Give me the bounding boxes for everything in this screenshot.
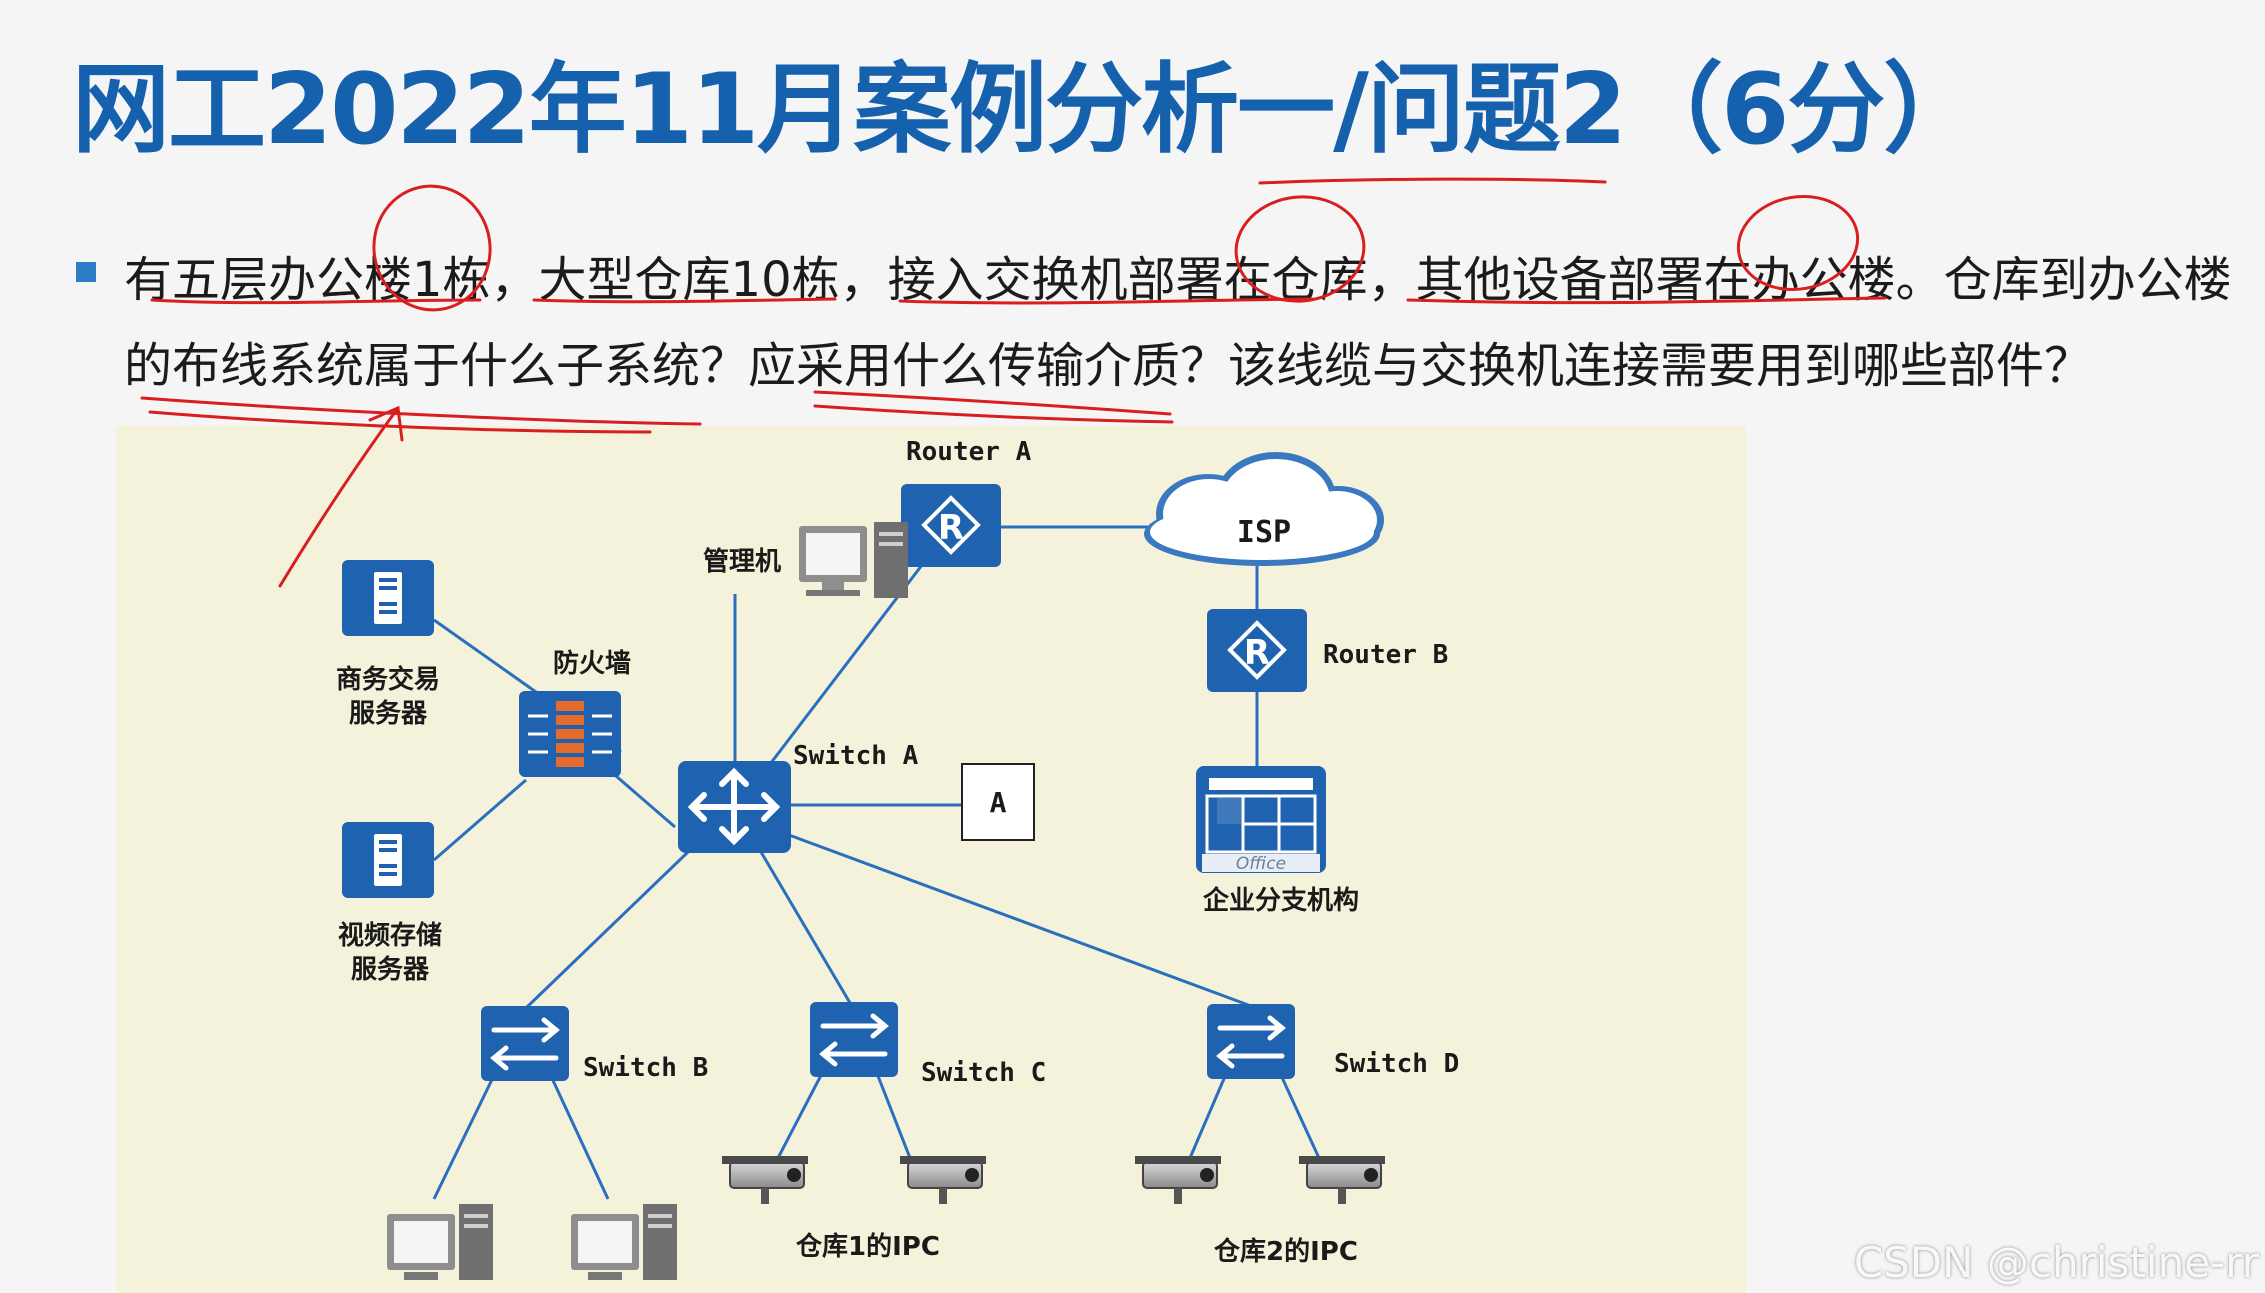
branch-label: 企业分支机构 xyxy=(1203,885,1359,916)
mgmt-pc-label: 管理机 xyxy=(703,547,781,577)
switch-icon xyxy=(810,1002,898,1077)
watermark: CSDN @christine-rr xyxy=(1854,1238,2259,1287)
office-logo-text: Office xyxy=(1236,854,1286,874)
annotation-underline-medium-2 xyxy=(815,406,1172,422)
switch-d-label: Switch D xyxy=(1334,1049,1459,1079)
server-icon xyxy=(342,560,434,636)
ipc-warehouse-1-label: 仓库1的IPC xyxy=(795,1231,940,1262)
video-server-label-1: 视频存储 xyxy=(338,920,442,951)
trade-server-label-1: 商务交易 xyxy=(336,664,440,695)
computer-icon xyxy=(387,1204,493,1280)
annotation-underline-subsystem-1 xyxy=(142,398,700,424)
trade-server-label-2: 服务器 xyxy=(349,699,428,729)
server-icon xyxy=(342,822,434,898)
switch-icon xyxy=(1207,1004,1295,1079)
firewall-icon xyxy=(519,691,621,777)
question-line-2: 的布线系统属于什么子系统？应采用什么传输介质？该线缆与交换机连接需要用到哪些部件… xyxy=(124,326,2092,396)
router-a-label: Router A xyxy=(906,437,1032,467)
router-icon: R xyxy=(938,508,964,548)
firewall-label: 防火墙 xyxy=(553,649,631,679)
bullet-icon xyxy=(76,262,96,282)
core-switch-icon xyxy=(678,761,791,853)
page-title: 网工2022年11月案例分析一/问题2（6分） xyxy=(72,30,1979,172)
isp-label: ISP xyxy=(1237,515,1291,550)
switch-c-label: Switch C xyxy=(921,1058,1046,1088)
router-b-label: Router B xyxy=(1323,640,1448,670)
ipc-warehouse-2-label: 仓库2的IPC xyxy=(1213,1236,1358,1267)
switch-b-label: Switch B xyxy=(583,1053,708,1083)
question-line-1: 有五层办公楼1栋，大型仓库10栋，接入交换机部署在仓库，其他设备部署在办公楼。仓… xyxy=(124,240,2232,310)
video-server-label-2: 服务器 xyxy=(351,955,430,985)
router-a: R xyxy=(901,484,1001,567)
switch-icon xyxy=(481,1006,569,1081)
computer-icon xyxy=(571,1204,677,1280)
switch-a-label: Switch A xyxy=(793,741,919,771)
annotation-title-underline xyxy=(1260,179,1605,183)
device-a-label: A xyxy=(990,786,1007,819)
network-topology-diagram: R Router A ISP R Router B Office 企业分支机构 xyxy=(116,426,1746,1293)
router-b: R xyxy=(1207,609,1307,692)
router-icon: R xyxy=(1244,633,1270,673)
